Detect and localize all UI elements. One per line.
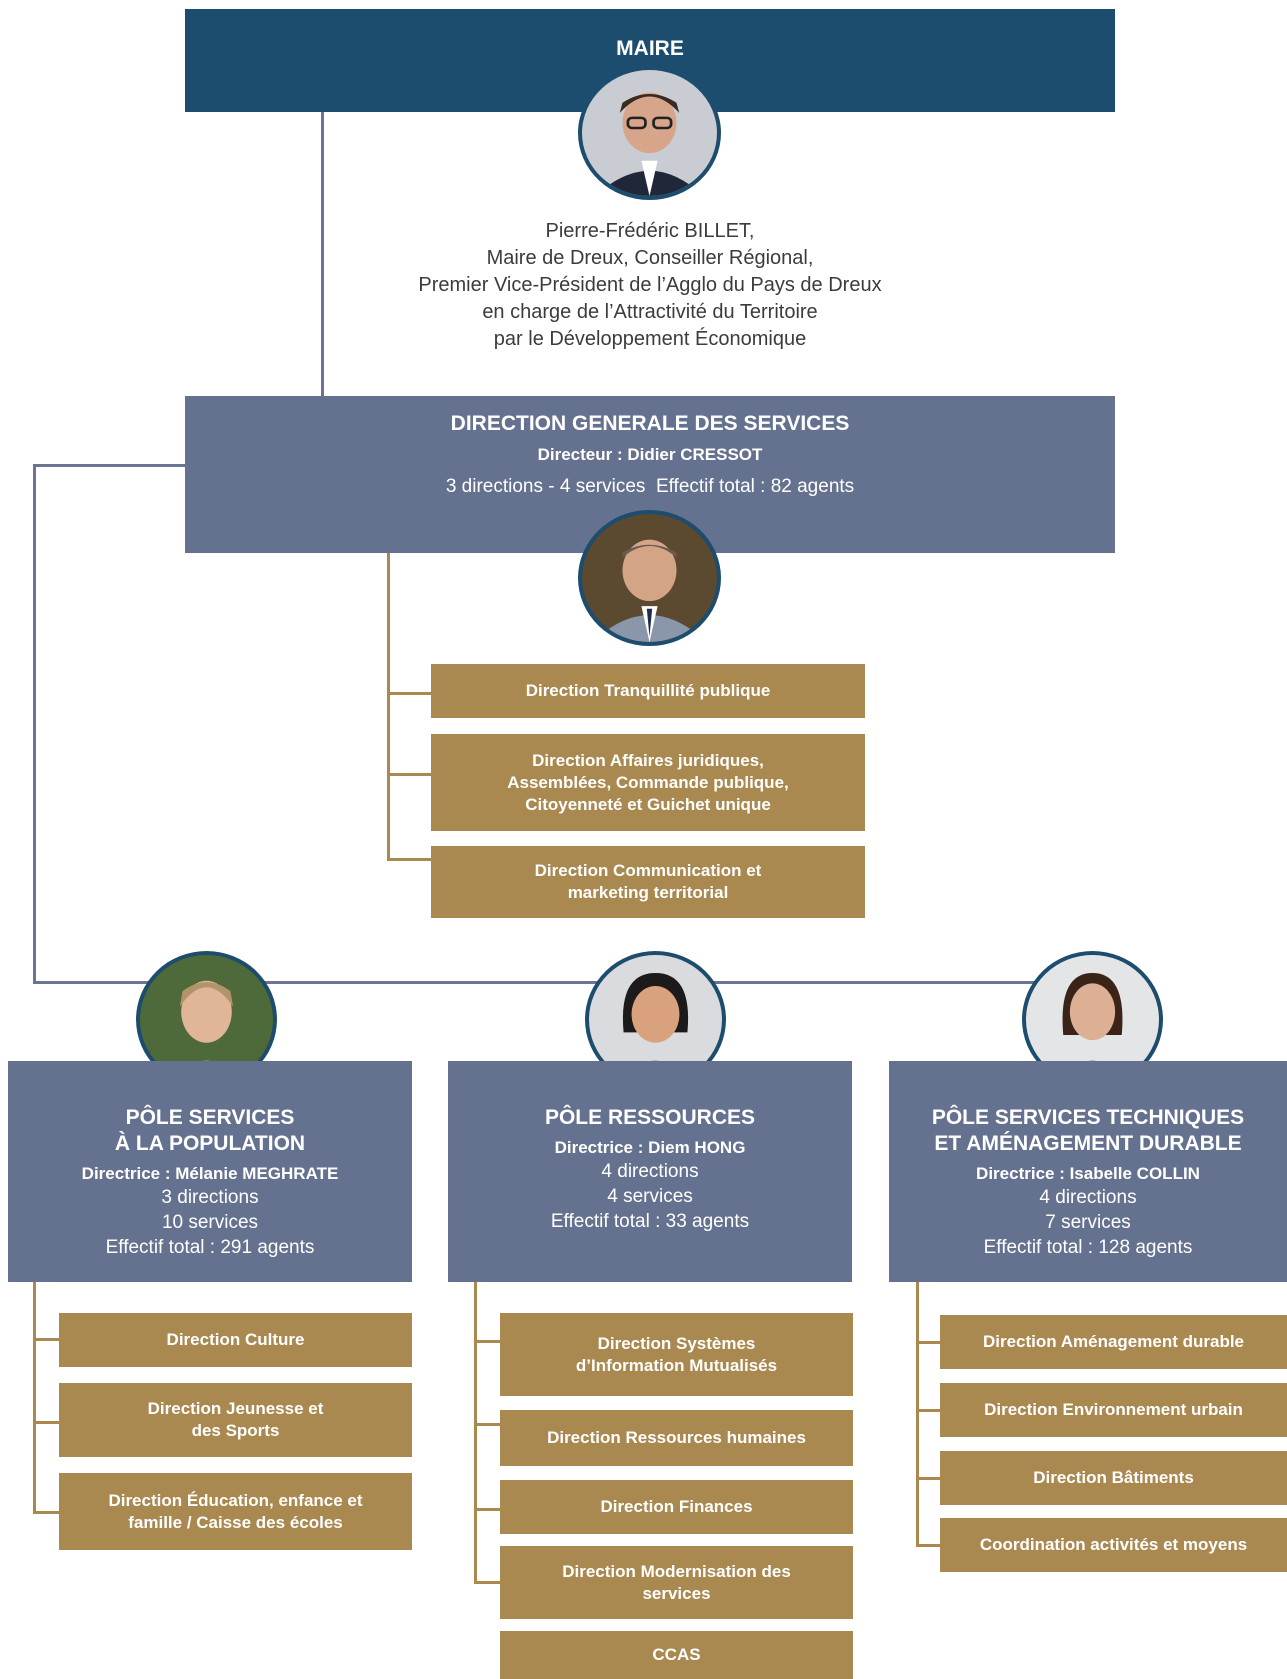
pole-title: PÔLE SERVICES TECHNIQUES: [931, 1106, 1245, 1129]
pole-branch-vertical: [916, 1282, 919, 1547]
direction-label: Direction Ressources humaines: [547, 1428, 806, 1447]
pole-stat: 7 services: [1045, 1212, 1131, 1233]
dgs-direction-box: Direction Communication et marketing ter…: [431, 846, 865, 918]
pole-direction-box: Direction Aménagement durable: [940, 1315, 1287, 1369]
dgs-direction-box: Direction Tranquillité publique: [431, 664, 865, 718]
direction-label: Direction Bâtiments: [1033, 1468, 1194, 1487]
maire-bio-line: Premier Vice-Président de l’Agglo du Pay…: [418, 274, 882, 296]
pole-direction-box: Direction Ressources humaines: [500, 1410, 853, 1466]
pole-branch-tick: [33, 1338, 59, 1341]
maire-bio-line: Pierre-Frédéric BILLET,: [545, 220, 755, 242]
pole-title: PÔLE SERVICES: [125, 1106, 295, 1129]
pole-branch-vertical: [474, 1282, 477, 1584]
pole-branch-tick: [916, 1544, 940, 1547]
connector-poles-horizontal: [33, 981, 1093, 984]
pole-stat: 10 services: [161, 1212, 259, 1233]
pole-box: PÔLE SERVICES À LA POPULATION Directrice…: [8, 1061, 412, 1282]
direction-label: Direction Éducation, enfance et famille …: [108, 1490, 363, 1532]
pole-stat: Effectif total : 33 agents: [550, 1211, 750, 1232]
direction-label: Direction Systèmes d’Information Mutuali…: [575, 1333, 778, 1375]
pole-branch-tick: [33, 1421, 59, 1424]
direction-label: Direction Jeunesse et des Sports: [147, 1399, 324, 1440]
pole-title: PÔLE RESSOURCES: [544, 1106, 756, 1129]
dgs-branch-tick: [387, 773, 431, 776]
pole-stat: 4 directions: [601, 1161, 699, 1182]
dgs-box: DIRECTION GENERALE DES SERVICES Directeu…: [185, 396, 1115, 553]
pole-box: PÔLE SERVICES TECHNIQUES ET AMÉNAGEMENT …: [889, 1061, 1287, 1282]
dgs-branch-vertical: [387, 553, 390, 860]
direction-label: Direction Finances: [600, 1497, 753, 1516]
pole-direction-box: Direction Modernisation des services: [500, 1546, 853, 1619]
pole-direction-box: Direction Systèmes d’Information Mutuali…: [500, 1313, 853, 1396]
direction-label: Direction Culture: [166, 1330, 305, 1349]
pole-title: ET AMÉNAGEMENT DURABLE: [934, 1132, 1242, 1155]
pole-branch-tick: [474, 1508, 500, 1511]
pole-branch-tick: [916, 1341, 940, 1344]
dgs-branch-tick: [387, 858, 431, 861]
direction-label: Direction Modernisation des services: [562, 1561, 791, 1603]
pole-title: À LA POPULATION: [114, 1132, 306, 1155]
maire-bio-line: par le Développement Économique: [493, 328, 807, 350]
pole-director: Directrice : Isabelle COLLIN: [976, 1164, 1200, 1183]
pole-stat: Effectif total : 291 agents: [105, 1237, 315, 1258]
maire-label: MAIRE: [616, 37, 684, 60]
pole-branch-tick: [916, 1477, 940, 1480]
pole-branch-vertical: [33, 1282, 36, 1513]
portrait-maire: [578, 66, 721, 200]
portrait-dgs: [578, 510, 721, 646]
connector-maire-dgs: [321, 112, 324, 396]
dgs-direction-box: Direction Affaires juridiques, Assemblée…: [431, 734, 865, 831]
dgs-director: Directeur : Didier CRESSOT: [537, 445, 763, 464]
connector-left-vertical: [33, 464, 36, 984]
maire-bio-line: Maire de Dreux, Conseiller Régional,: [486, 247, 814, 269]
pole-branch-tick: [916, 1409, 940, 1412]
direction-label: Direction Tranquillité publique: [525, 681, 771, 700]
direction-label: Direction Communication et marketing ter…: [534, 861, 762, 902]
pole-stat: Effectif total : 128 agents: [983, 1237, 1193, 1258]
direction-label: Direction Environnement urbain: [984, 1400, 1243, 1419]
pole-branch-tick: [474, 1423, 500, 1426]
direction-label: Coordination activités et moyens: [979, 1535, 1248, 1554]
dgs-title: DIRECTION GENERALE DES SERVICES: [450, 412, 850, 435]
pole-branch-tick: [474, 1581, 500, 1584]
maire-bio-line: en charge de l’Attractivité du Territoir…: [482, 301, 818, 323]
dgs-stats: 3 directions - 4 services Effectif total…: [445, 476, 855, 497]
dgs-branch-tick: [387, 692, 431, 695]
pole-direction-box: CCAS: [500, 1631, 853, 1679]
pole-direction-box: Direction Bâtiments: [940, 1451, 1287, 1505]
pole-direction-box: Direction Finances: [500, 1480, 853, 1534]
direction-label: Direction Affaires juridiques, Assemblée…: [507, 750, 789, 814]
pole-box: PÔLE RESSOURCES Directrice : Diem HONG 4…: [448, 1061, 852, 1282]
direction-label: CCAS: [652, 1645, 701, 1664]
pole-direction-box: Direction Culture: [59, 1313, 412, 1367]
pole-stat: 4 directions: [1039, 1187, 1137, 1208]
pole-direction-box: Coordination activités et moyens: [940, 1518, 1287, 1572]
pole-direction-box: Direction Jeunesse et des Sports: [59, 1383, 412, 1457]
pole-branch-tick: [33, 1511, 59, 1514]
connector-dgs-left: [33, 464, 185, 467]
pole-director: Directrice : Mélanie MEGHRATE: [81, 1164, 339, 1183]
pole-branch-tick: [474, 1340, 500, 1343]
pole-stat: 4 services: [607, 1186, 693, 1207]
pole-direction-box: Direction Environnement urbain: [940, 1383, 1287, 1437]
pole-director: Directrice : Diem HONG: [554, 1138, 746, 1157]
maire-bio: Pierre-Frédéric BILLET, Maire de Dreux, …: [330, 218, 970, 353]
direction-label: Direction Aménagement durable: [982, 1332, 1245, 1351]
pole-direction-box: Direction Éducation, enfance et famille …: [59, 1473, 412, 1550]
pole-stat: 3 directions: [161, 1187, 259, 1208]
